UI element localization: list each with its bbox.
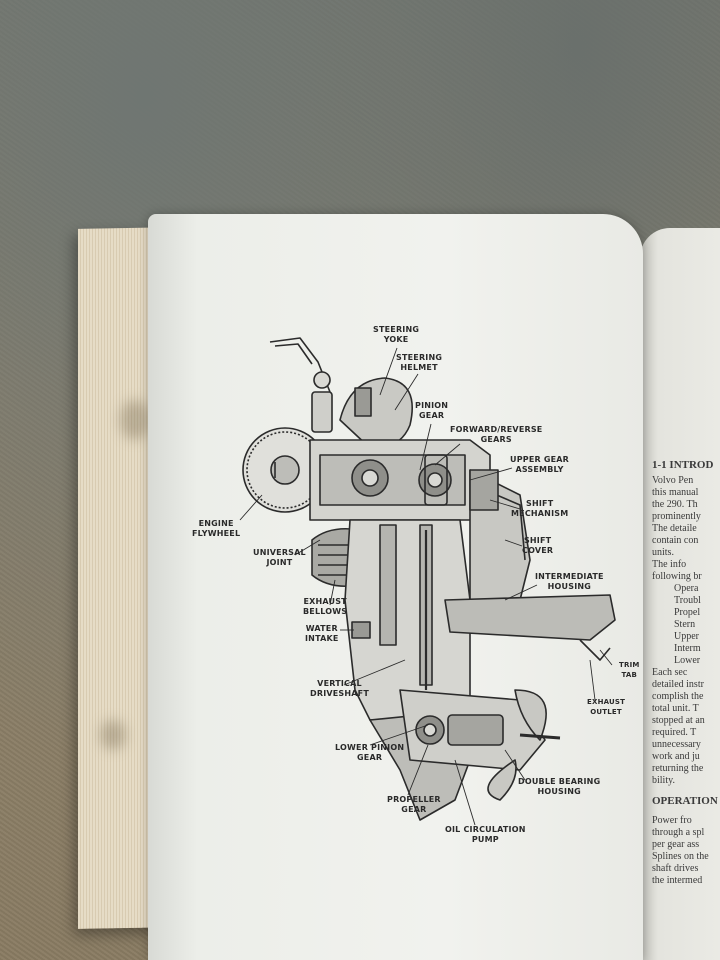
right-page-line: contain con — [652, 535, 699, 546]
right-page-line: work and ju — [652, 751, 700, 762]
right-page-line: through a spl — [652, 827, 705, 838]
right-page-heading: 1-1 INTROD — [652, 459, 714, 471]
right-page-line: Upper — [674, 631, 699, 642]
right-page-line: Each sec — [652, 667, 688, 678]
right-page-line: The info — [652, 559, 687, 570]
right-page-line: this manual — [652, 487, 699, 498]
edge-smudge — [100, 720, 126, 750]
right-page-line: Power fro — [652, 815, 692, 826]
right-page-line: shaft drives — [652, 863, 699, 874]
right-page-line: following br — [652, 571, 702, 582]
right-page-heading-operation: OPERATION — [652, 795, 718, 807]
right-page-line: detailed instr — [652, 679, 704, 690]
edge-smudge — [120, 400, 150, 440]
right-page-line: per gear ass — [652, 839, 700, 850]
right-page-line: Troubl — [674, 595, 701, 606]
right-page-line: stopped at an — [652, 715, 705, 726]
right-page-line: the intermed — [652, 875, 703, 886]
right-page-line: required. T — [652, 727, 697, 738]
right-page-line: Stern — [674, 619, 696, 630]
right-page-line: Interm — [674, 643, 701, 654]
right-page-line: returning the — [652, 763, 704, 774]
right-page-line: the 290. Th — [652, 499, 698, 510]
right-page-line: Propel — [674, 607, 701, 618]
right-page-line: complish the — [652, 691, 704, 702]
right-page-line: Splines on the — [652, 851, 709, 862]
right-page-line: unnecessary — [652, 739, 701, 750]
right-page-line: prominently — [652, 511, 701, 522]
right-page-line: units. — [652, 547, 674, 558]
right-page-line: The detaile — [652, 523, 697, 534]
right-page-line: Lower — [674, 655, 701, 666]
right-page-line: total unit. T — [652, 703, 699, 714]
right-page-line: bility. — [652, 775, 675, 786]
right-page-line: Opera — [674, 583, 699, 594]
right-page-line: Volvo Pen — [652, 475, 694, 486]
